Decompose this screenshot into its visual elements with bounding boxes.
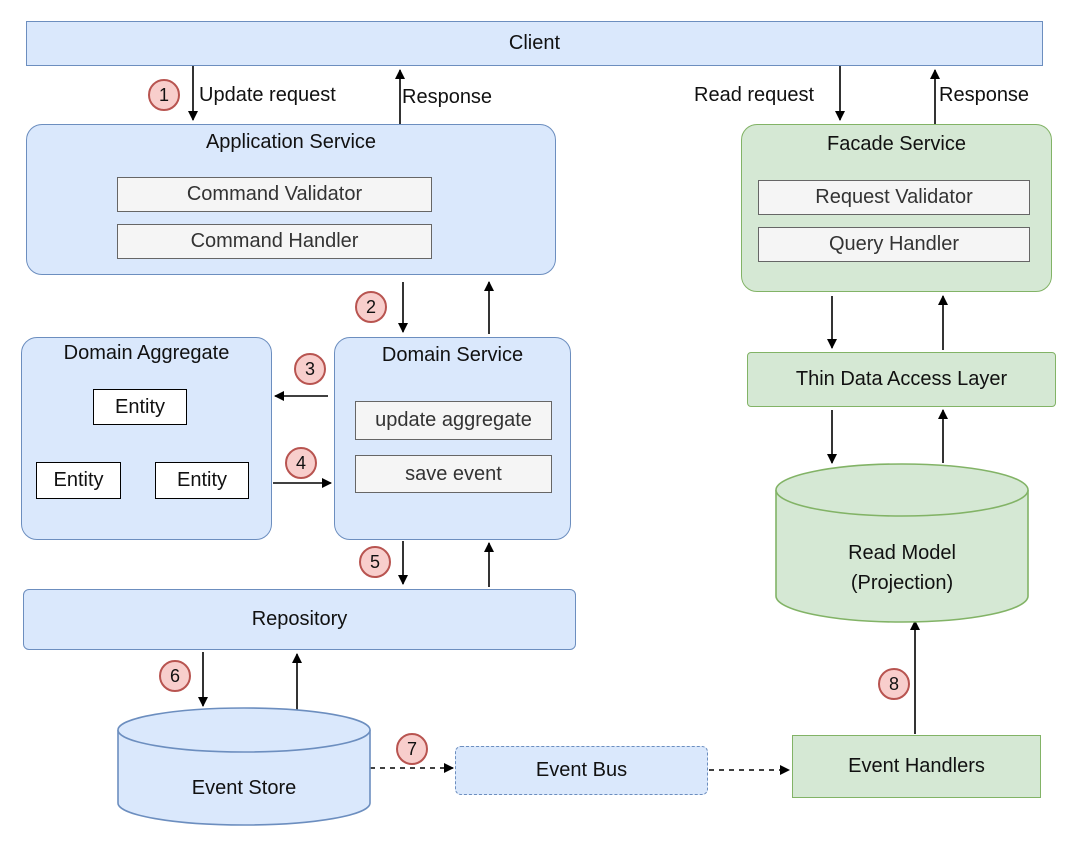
read-model-subtitle: (Projection) — [850, 572, 954, 594]
entity-left: Entity — [36, 462, 121, 499]
read-model-title: Read Model — [848, 542, 956, 564]
event-store-cylinder — [117, 707, 371, 826]
entity-root: Entity — [93, 389, 187, 425]
request-validator: Request Validator — [758, 180, 1030, 215]
response-right-label: Response — [939, 84, 1030, 106]
command-validator: Command Validator — [117, 177, 432, 212]
event-store-label: Event Store — [191, 777, 297, 799]
event-handlers-label: Event Handlers — [848, 755, 985, 777]
application-service: Application Service Command Validator Co… — [26, 124, 556, 275]
read-model-label: Read Model (Projection) — [776, 538, 1028, 598]
thin-data-access-layer-label: Thin Data Access Layer — [795, 368, 1008, 390]
read-request-label: Read request — [694, 84, 815, 106]
step-badge-2: 2 — [355, 291, 387, 323]
domain-aggregate: Domain Aggregate — [21, 337, 272, 540]
step-badge-3: 3 — [294, 353, 326, 385]
facade-service-title: Facade Service — [827, 133, 966, 155]
repository-label: Repository — [251, 608, 348, 630]
query-handler: Query Handler — [758, 227, 1030, 262]
step-badge-7: 7 — [396, 733, 428, 765]
event-bus: Event Bus — [455, 746, 708, 795]
application-service-title: Application Service — [205, 131, 377, 153]
update-request-label: Update request — [199, 84, 336, 106]
client-label: Client — [508, 32, 561, 54]
save-event: save event — [355, 455, 552, 493]
step-badge-4: 4 — [285, 447, 317, 479]
step-badge-1: 1 — [148, 79, 180, 111]
step-badge-5: 5 — [359, 546, 391, 578]
client-bar: Client — [26, 21, 1043, 66]
domain-aggregate-title: Domain Aggregate — [63, 342, 230, 364]
response-left-label: Response — [402, 86, 493, 108]
domain-service-title: Domain Service — [381, 344, 524, 366]
event-handlers: Event Handlers — [792, 735, 1041, 798]
step-badge-6: 6 — [159, 660, 191, 692]
update-aggregate: update aggregate — [355, 401, 552, 440]
event-bus-label: Event Bus — [535, 759, 628, 781]
command-handler: Command Handler — [117, 224, 432, 259]
thin-data-access-layer: Thin Data Access Layer — [747, 352, 1056, 407]
step-badge-8: 8 — [878, 668, 910, 700]
repository: Repository — [23, 589, 576, 650]
facade-service: Facade Service Request Validator Query H… — [741, 124, 1052, 292]
read-model-cylinder — [775, 463, 1029, 623]
domain-service: Domain Service update aggregate save eve… — [334, 337, 571, 540]
entity-right: Entity — [155, 462, 249, 499]
